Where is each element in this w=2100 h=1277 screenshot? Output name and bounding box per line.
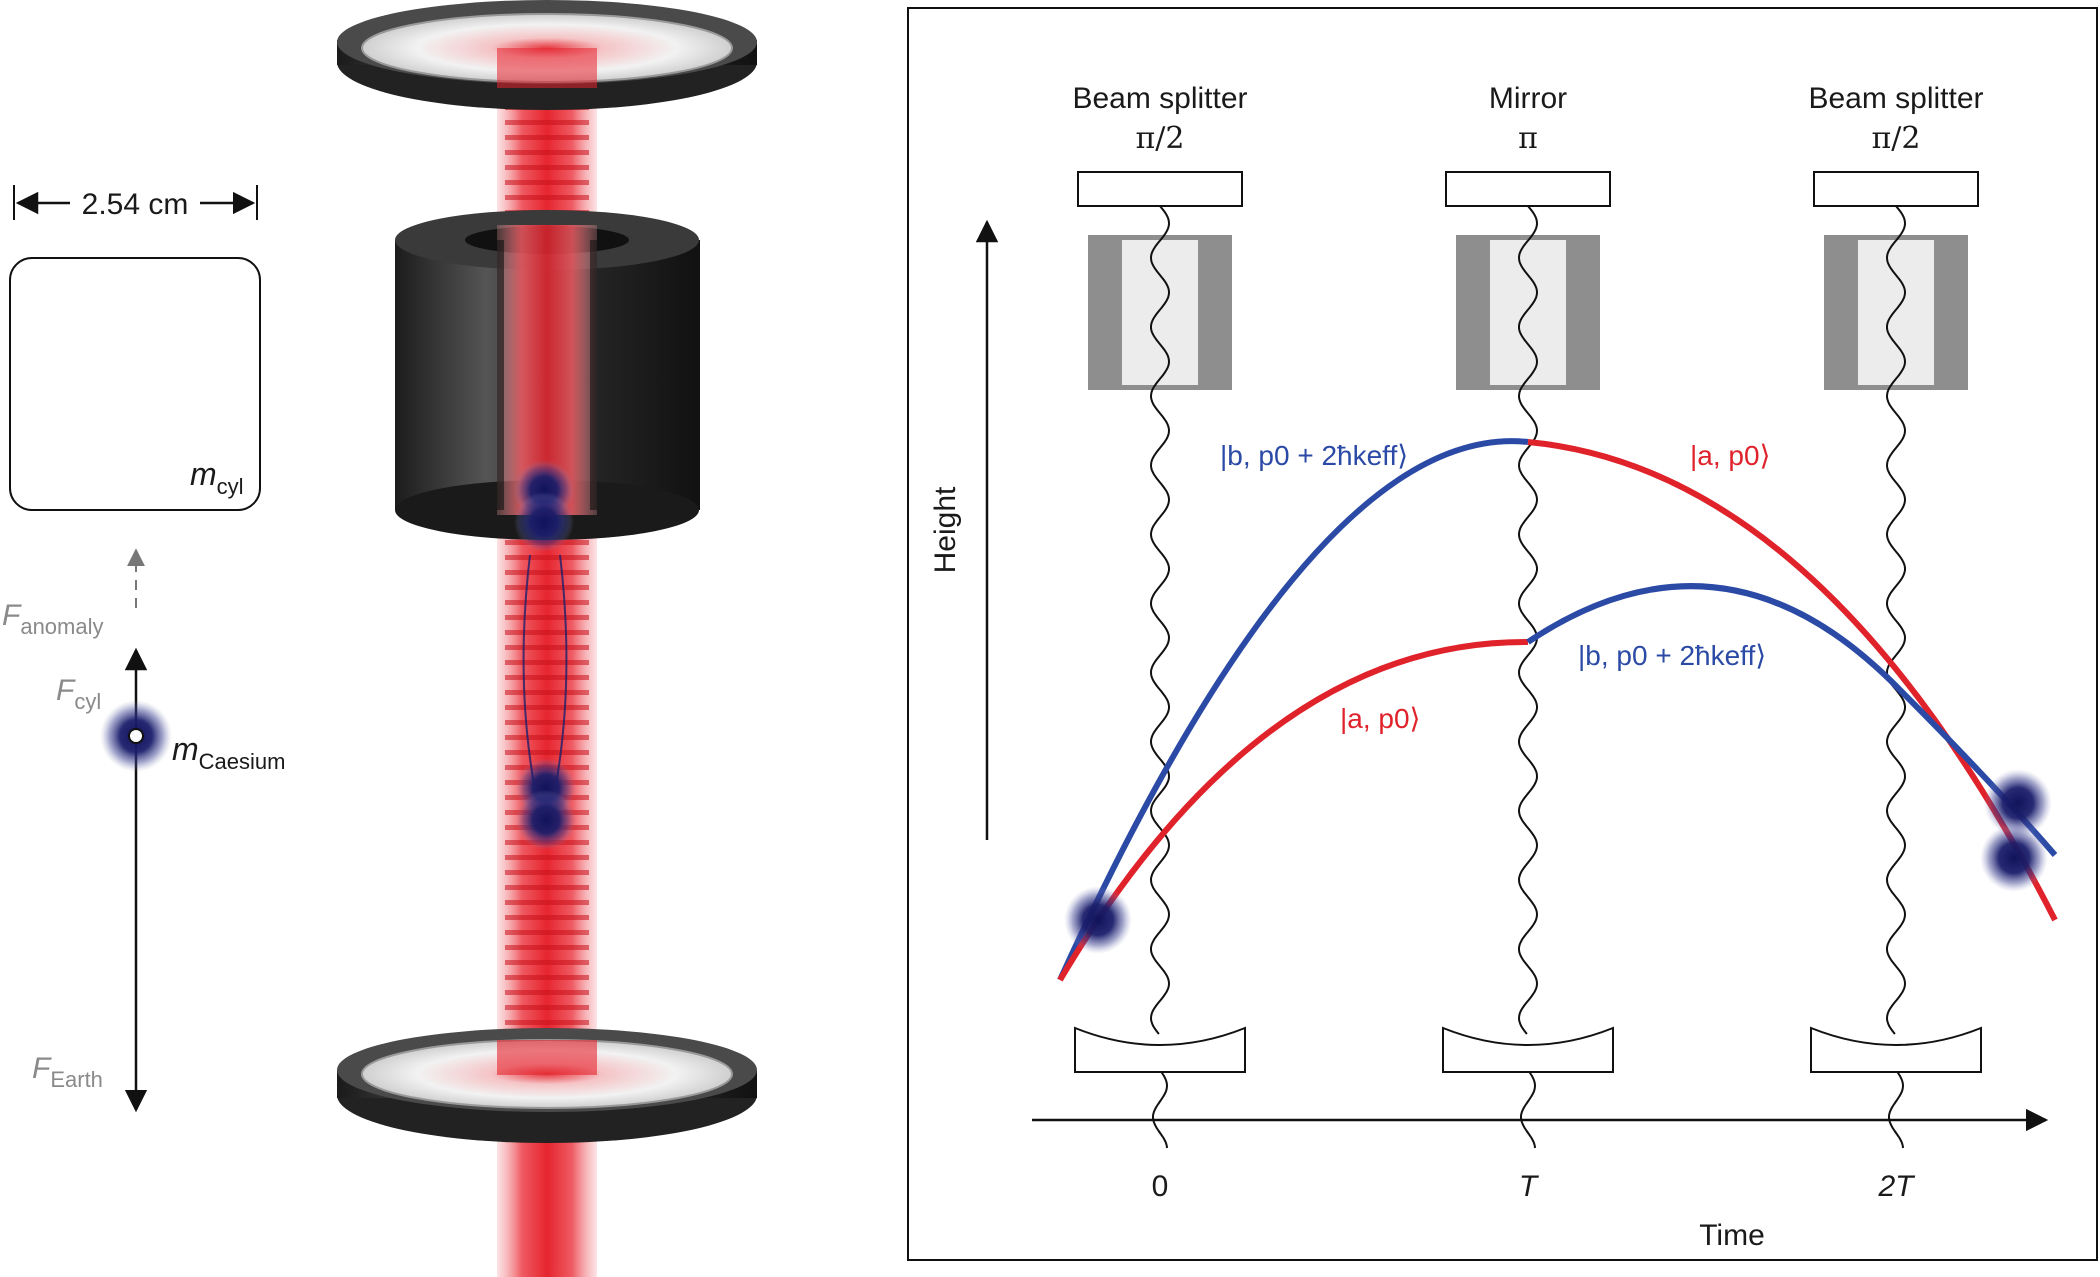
- time-tick-label: 0: [1152, 1170, 1169, 1203]
- mass-caesium-label: mCaesium: [172, 731, 285, 774]
- pulse-beam-wave: [1149, 205, 1171, 1035]
- fringe: [505, 1020, 589, 1025]
- pulse-phase-label: π/2: [1872, 121, 1921, 156]
- pulse-beam-wave: [1885, 205, 1907, 1035]
- state-label-lower-red: |a, p0⟩: [1340, 703, 1420, 734]
- fringe: [505, 615, 589, 620]
- fringe: [505, 180, 589, 185]
- fringe: [505, 660, 589, 665]
- fringe: [505, 750, 589, 755]
- fringe: [505, 135, 589, 140]
- cylinder-outline: [9, 257, 261, 511]
- fringe: [505, 885, 589, 890]
- laser-block-inner: [1122, 240, 1198, 385]
- fringe: [505, 195, 589, 200]
- pulse-beam-wave-lower: [1152, 1069, 1169, 1149]
- fringe: [505, 990, 589, 995]
- lower-arm-red-path: [1057, 638, 1529, 982]
- laser-block-inner: [1858, 240, 1934, 385]
- pulse-stations: Beam splitter π/2 0 Mirror πT Beam splitter π/…: [1072, 82, 1983, 1203]
- pulse-box: [1813, 171, 1979, 207]
- force-anomaly-label: Fanomaly: [2, 599, 103, 639]
- atom-start: [1064, 886, 1132, 954]
- state-label-lower-blue: |b, p0 + 2ħkeff⟩: [1578, 640, 1766, 671]
- retro-mirror: [1810, 1026, 1982, 1073]
- fringe: [505, 630, 589, 635]
- fringe: [505, 870, 589, 875]
- fringe: [505, 150, 589, 155]
- top-cavity-mirror: [337, 0, 757, 110]
- retro-mirror: [1442, 1026, 1614, 1073]
- fringe: [505, 585, 589, 590]
- caesium-atom-center: [128, 728, 144, 744]
- fringe: [505, 945, 589, 950]
- pulse-station: Beam splitter π/2 0: [1072, 82, 1247, 1203]
- pulse-box: [1077, 171, 1243, 207]
- pulse-name-label: Beam splitter: [1808, 82, 1983, 115]
- pulse-name-label: Beam splitter: [1072, 82, 1247, 115]
- fringe: [505, 930, 589, 935]
- atom-output-lower: [1980, 824, 2048, 892]
- force-earth-label: FEarth: [32, 1052, 103, 1092]
- fringe: [505, 645, 589, 650]
- time-tick-label: T: [1519, 1170, 1540, 1203]
- fringe: [505, 720, 589, 725]
- fringe: [505, 1005, 589, 1010]
- fringe: [505, 690, 589, 695]
- fringe: [505, 735, 589, 740]
- fringe: [505, 705, 589, 710]
- fringe: [505, 915, 589, 920]
- pulse-phase-label: π/2: [1136, 121, 1185, 156]
- time-tick-label: 2T: [1877, 1170, 1916, 1203]
- fringe: [505, 960, 589, 965]
- state-label-upper-red: |a, p0⟩: [1690, 440, 1770, 471]
- pulse-beam-wave-lower: [1520, 1069, 1537, 1149]
- pulse-box: [1445, 171, 1611, 207]
- fringe: [505, 900, 589, 905]
- pulse-phase-label: π: [1518, 121, 1538, 156]
- force-cyl-label: Fcyl: [56, 674, 101, 714]
- fringe: [505, 120, 589, 125]
- fringe: [505, 855, 589, 860]
- pulse-name-label: Mirror: [1489, 82, 1567, 115]
- height-axis-label: Height: [929, 486, 962, 573]
- time-axis-label: Time: [1699, 1219, 1765, 1252]
- pulse-beam-wave-lower: [1888, 1069, 1905, 1149]
- state-label-upper-blue: |b, p0 + 2ħkeff⟩: [1220, 440, 1408, 471]
- fringe: [505, 975, 589, 980]
- laser-block-inner: [1490, 240, 1566, 385]
- pulse-station: Mirror πT: [1442, 82, 1614, 1203]
- atom-clouds: [514, 460, 576, 850]
- fringe: [505, 600, 589, 605]
- mass-cyl-label: mcyl: [190, 456, 244, 499]
- apparatus-illustration: [337, 0, 757, 1277]
- fringe: [505, 165, 589, 170]
- source-mass-cylinder: [395, 210, 700, 540]
- cylinder-schematic: 2.54 cm mcyl Fanomaly Fcyl mCaesium FEar…: [2, 185, 285, 1113]
- upper-arm-blue-path: [1057, 438, 1529, 982]
- atom-output-upper: [1984, 769, 2052, 837]
- fringe: [505, 555, 589, 560]
- fringe: [505, 570, 589, 575]
- pulse-station: Beam splitter π/2 2T: [1808, 82, 1983, 1203]
- fringe: [505, 675, 589, 680]
- width-label: 2.54 cm: [82, 188, 189, 221]
- retro-mirror: [1074, 1026, 1246, 1073]
- bottom-cavity-mirror: [337, 1028, 757, 1143]
- interferometer-diagram: Height Time Beam splitterπ/20MirrorπTBea…: [907, 7, 2098, 1261]
- pulse-beam-wave: [1517, 205, 1539, 1035]
